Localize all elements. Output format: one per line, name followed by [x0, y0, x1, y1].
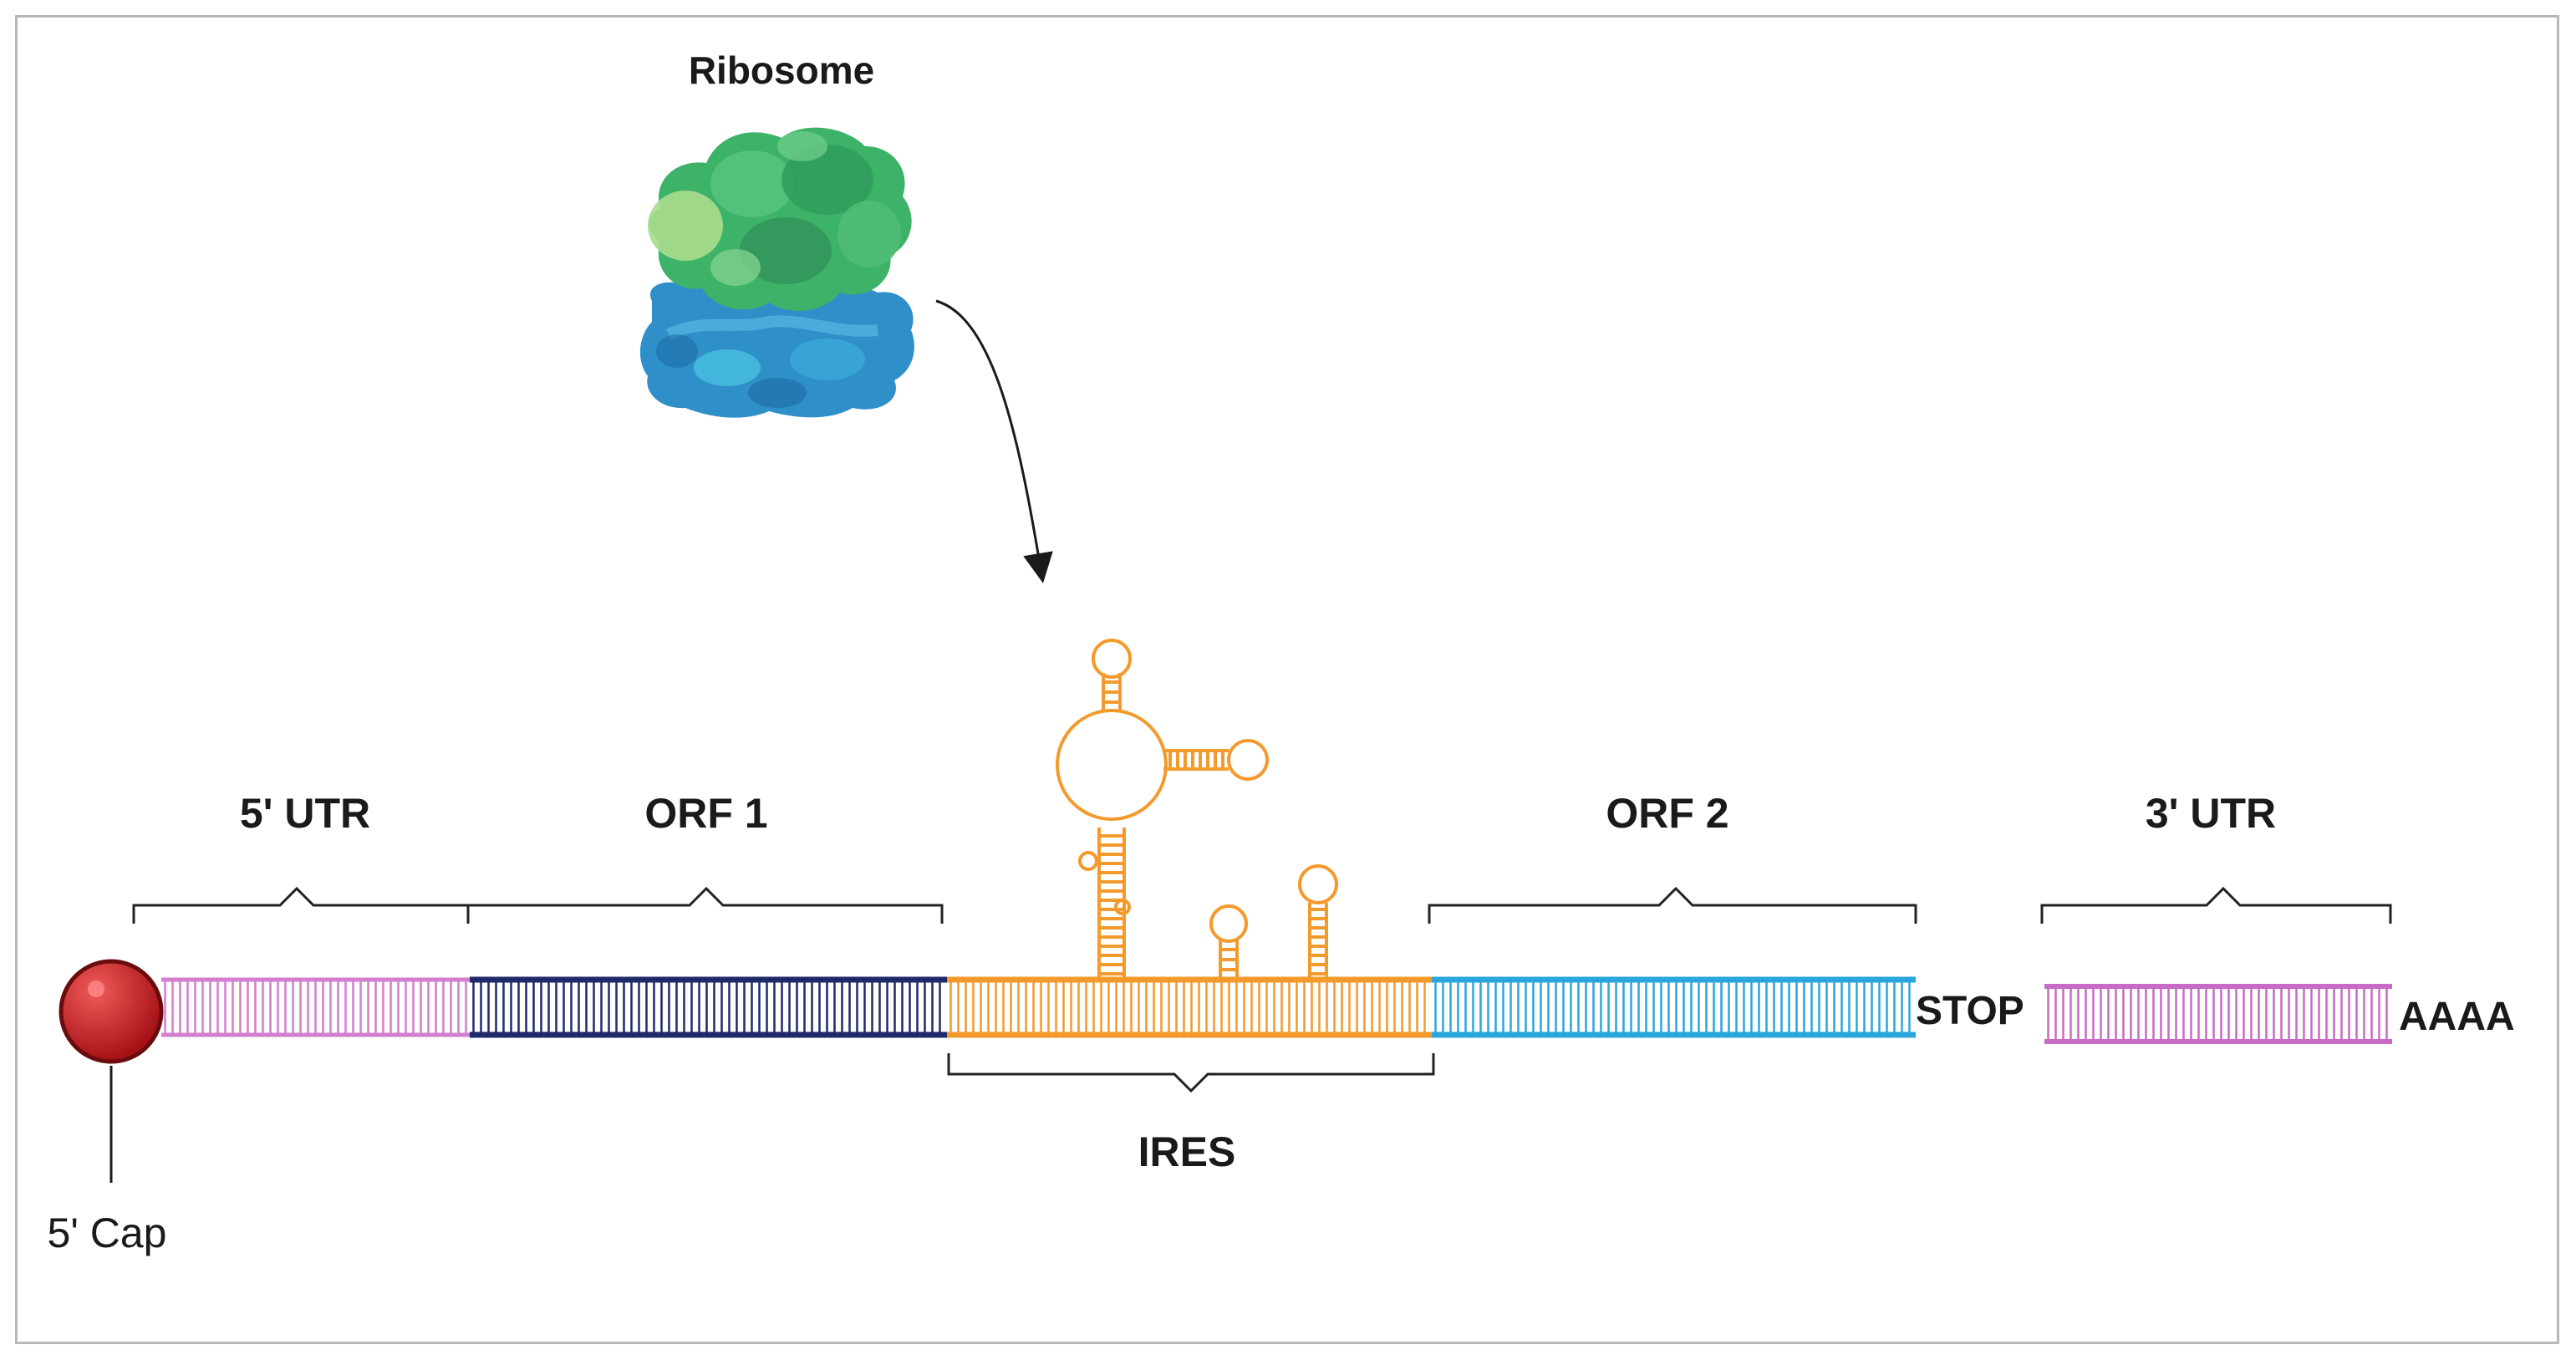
figure-frame: [15, 15, 2559, 1344]
segment-utr3: [2044, 984, 2392, 1044]
bracket-ires: [947, 1053, 1435, 1093]
bracket-orf2: [1428, 886, 1917, 924]
cap-icon: [59, 959, 164, 1064]
segment-orf1: [470, 976, 947, 1038]
utr3-label: 3' UTR: [2146, 790, 2276, 837]
stop-codon-label: STOP: [1916, 989, 2024, 1033]
orf1-label: ORF 1: [644, 790, 767, 837]
mrna-strand: [161, 976, 2392, 1044]
ires-label: IRES: [1138, 1128, 1236, 1175]
bracket-utr3: [2040, 886, 2392, 924]
binding-arrow: [935, 299, 1053, 583]
cap-label: 5' Cap: [48, 1210, 167, 1256]
segment-utr5: [161, 977, 470, 1037]
orf2-label: ORF 2: [1606, 790, 1728, 837]
polya-tail-label: AAAA: [2399, 995, 2515, 1039]
ribosome-small-subunit: [639, 280, 914, 418]
ribosome-label: Ribosome: [689, 48, 874, 92]
bracket-orf1: [468, 886, 944, 924]
ires-structure: [1056, 639, 1338, 978]
bracket-utr5: [132, 886, 470, 924]
segment-ires: [947, 976, 1432, 1038]
ribosome-icon: [639, 127, 914, 418]
utr5-label: 5' UTR: [240, 790, 370, 837]
ribosome-large-subunit: [648, 127, 912, 311]
segment-orf2: [1432, 976, 1916, 1038]
